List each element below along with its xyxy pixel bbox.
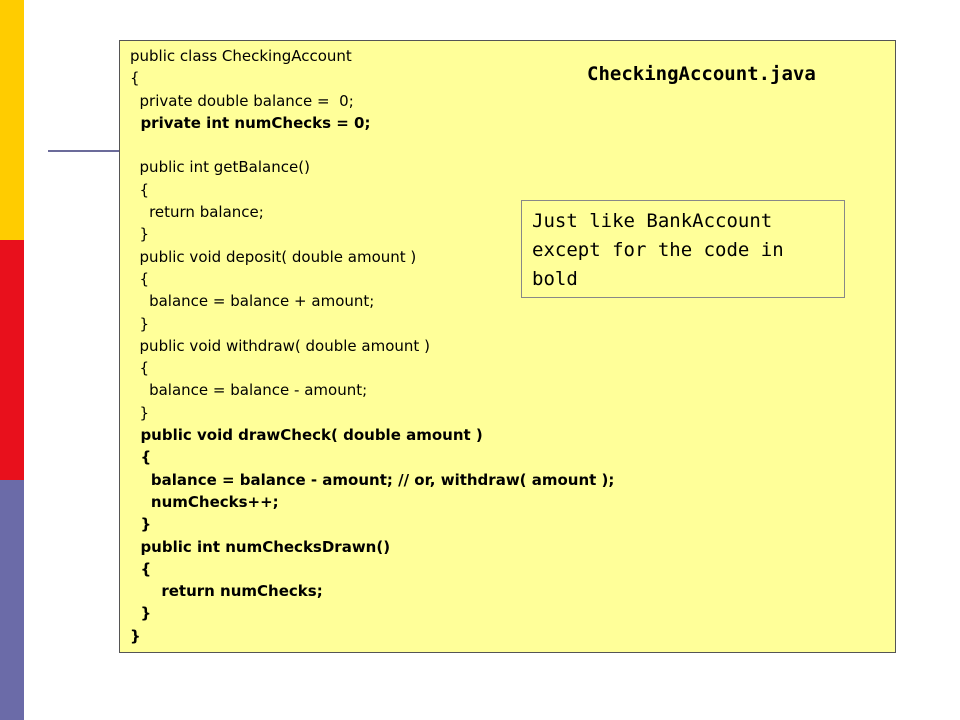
code-line: public int getBalance() xyxy=(130,158,310,177)
code-line: public void withdraw( double amount ) xyxy=(130,336,430,355)
code-line: { xyxy=(130,269,150,288)
code-line: public void deposit( double amount ) xyxy=(130,247,417,266)
file-title: CheckingAccount.java xyxy=(587,63,816,85)
note-line: bold xyxy=(532,268,578,290)
code-line: } xyxy=(130,314,150,333)
code-line: { xyxy=(130,359,150,378)
code-line xyxy=(130,134,614,156)
accent-bar-purple xyxy=(0,480,24,720)
code-line: private int numChecks = 0; xyxy=(130,113,371,132)
code-line: { xyxy=(130,448,152,467)
code-line: } xyxy=(130,626,141,645)
accent-bar-yellow xyxy=(0,0,24,240)
code-listing-box: public class CheckingAccount { private do… xyxy=(119,40,896,653)
code-line: public int numChecksDrawn() xyxy=(130,537,391,556)
title-divider-line xyxy=(48,150,120,152)
code-line: } xyxy=(130,403,150,422)
code-line: } xyxy=(130,515,152,534)
accent-bar-red xyxy=(0,240,24,480)
code-line: } xyxy=(130,225,150,244)
code-line: numChecks++; xyxy=(130,492,279,511)
note-line: Just like BankAccount xyxy=(532,210,773,232)
code-line: public void drawCheck( double amount ) xyxy=(130,426,483,445)
code-line: public class CheckingAccount xyxy=(130,47,352,65)
code-line: { xyxy=(130,69,140,88)
code-listing: public class CheckingAccount { private do… xyxy=(130,45,614,647)
code-line: return balance; xyxy=(130,203,264,222)
note-line: except for the code in xyxy=(532,239,784,261)
code-line: balance = balance - amount; xyxy=(130,381,368,400)
code-line: private double balance = 0; xyxy=(130,91,354,110)
code-line: balance = balance + amount; xyxy=(130,292,375,311)
code-line: { xyxy=(130,559,152,578)
code-line: balance = balance - amount; // or, withd… xyxy=(130,470,615,489)
code-line: } xyxy=(130,604,152,623)
code-line: { xyxy=(130,180,150,199)
note-callout: Just like BankAccount except for the cod… xyxy=(521,200,845,298)
code-line: return numChecks; xyxy=(130,582,323,601)
